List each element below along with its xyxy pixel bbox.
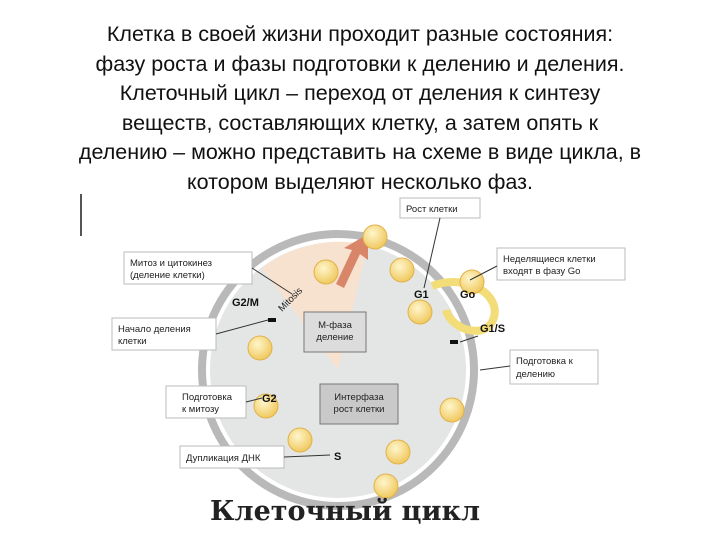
intro-line: Клеточный цикл – переход от деления к си… [119,81,601,105]
label-prep-division-line2: делению [516,369,555,380]
label-nondividing-line2: входят в фазу Go [503,266,580,277]
label-growth: Рост клетки [399,197,481,219]
label-nondividing-line1: Неделящиеся клетки [503,254,596,265]
phase-g2m: G2/M [232,297,259,309]
m-phase-box: М-фаза деление [303,311,367,353]
phase-go: Go [460,289,476,301]
label-mitosis: Митоз и цитокинез (деление клетки) [123,251,253,285]
interphase-box: Интерфаза рост клетки [319,383,399,425]
intro-line: Клетка в своей жизни проходит разные сос… [106,22,614,46]
intro-line: веществ, составляющих клетку, а затем оп… [121,110,599,135]
intro-text: Клетка в своей жизни проходит разные сос… [10,20,710,197]
side-bar [80,194,82,236]
checkpoint-g2m [268,318,276,322]
label-prep-mitosis-line1: Подготовка [182,392,233,403]
m-phase-line2: деление [316,332,353,343]
phase-g1: G1 [414,289,429,301]
mitosis-arrow [336,234,368,288]
phase-g2: G2 [262,393,277,405]
cells [247,224,485,499]
intro-line: делению – можно представить на схеме в в… [78,140,642,164]
checkpoint-g1s [450,340,458,344]
label-nondividing: Неделящиеся клетки входят в фазу Go [496,247,626,281]
label-prep-mitosis: Подготовка к митозу [165,385,247,419]
diagram-caption: Клеточный цикл [210,496,480,527]
interphase-line2: рост клетки [334,404,385,415]
label-division-start-line1: Начало деления [118,324,191,335]
label-division-start-line2: клетки [118,336,147,347]
label-prep-division: Подготовка к делению [509,349,599,385]
intro-line: фазу роста и фазы подготовки к делению и… [95,51,625,76]
cycle-ring [198,230,478,510]
cell-cycle-diagram: Mitosis Рост клетки Митоз и цитокинез (д… [80,194,626,527]
label-mitosis-line2: (деление клетки) [130,270,205,281]
label-prep-mitosis-line2: к митозу [182,404,219,415]
label-mitosis-line1: Митоз и цитокинез [130,258,212,269]
label-prep-division-line1: Подготовка к [516,356,574,367]
connectors [215,217,511,458]
label-growth-text: Рост клетки [406,204,458,215]
intro-line: котором выделяют несколько фаз. [187,169,533,194]
label-division-start: Начало деления клетки [111,317,217,351]
label-dna: Дупликация ДНК [179,445,285,469]
phase-g1s: G1/S [480,323,505,335]
m-phase-line1: М-фаза [318,320,352,331]
phase-s: S [334,451,341,463]
interphase-line1: Интерфаза [334,392,384,403]
label-dna-text: Дупликация ДНК [186,453,261,464]
